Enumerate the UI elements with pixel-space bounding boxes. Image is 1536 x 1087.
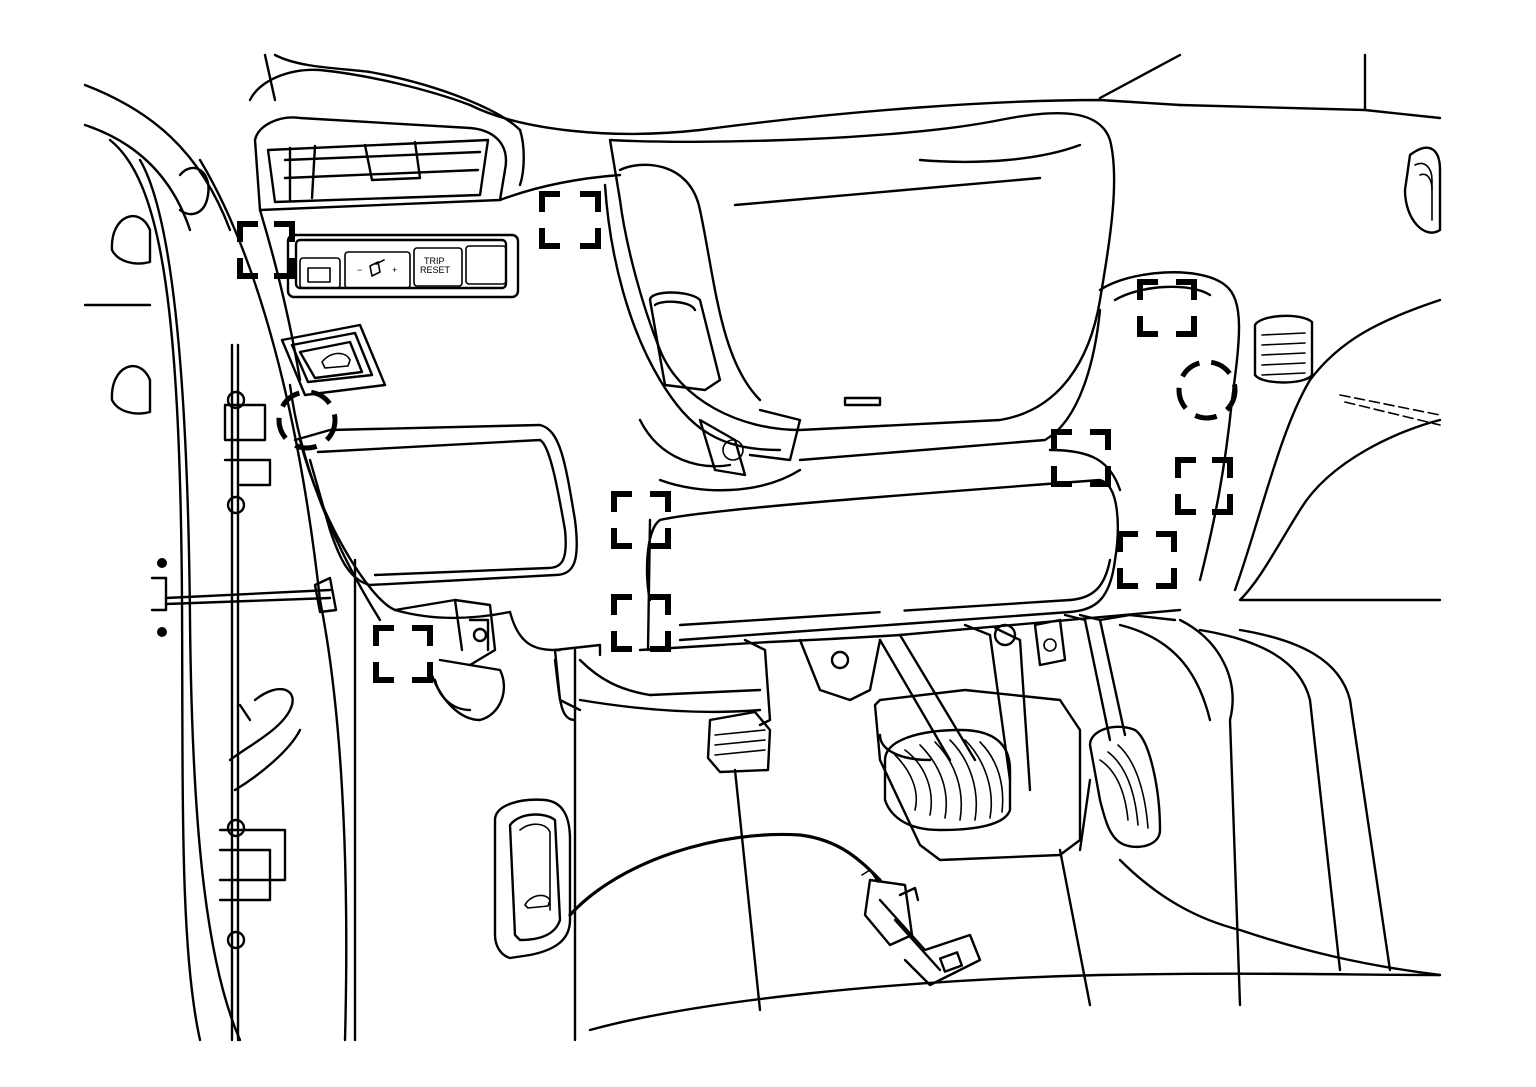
lower-instrument-cover (288, 383, 1182, 722)
steering-column-cover (603, 111, 1116, 492)
round-clip-markers (276, 359, 1238, 451)
square-clip-markers (237, 191, 1233, 683)
round-clip-2 (1176, 359, 1238, 421)
square-clip-9 (373, 625, 433, 683)
square-clip-3 (1137, 279, 1197, 337)
door-pillar-area (83, 83, 357, 1042)
square-clip-7 (1117, 531, 1177, 589)
plus-label: + (392, 265, 397, 275)
pedal-assembly (706, 613, 1177, 862)
square-clip-4 (1051, 429, 1111, 487)
trunk-open-icon (321, 352, 351, 369)
square-clip-1 (539, 191, 601, 249)
trip-reset-label-line1: TRIP (424, 256, 445, 266)
headlight-leveling-icon (369, 259, 385, 277)
square-clip-2 (237, 221, 295, 279)
square-clip-5 (1175, 457, 1233, 515)
trip-reset-label-line2: RESET (420, 265, 451, 275)
minus-label: − (357, 265, 362, 275)
upper-dashboard: − + TRIP RESET (248, 53, 1442, 397)
round-clip-1 (276, 389, 338, 451)
hood-release-icon (524, 894, 551, 909)
square-clip-6 (611, 491, 671, 549)
square-clip-8 (611, 594, 671, 652)
floor (493, 618, 1442, 1042)
right-dashboard (798, 146, 1442, 602)
